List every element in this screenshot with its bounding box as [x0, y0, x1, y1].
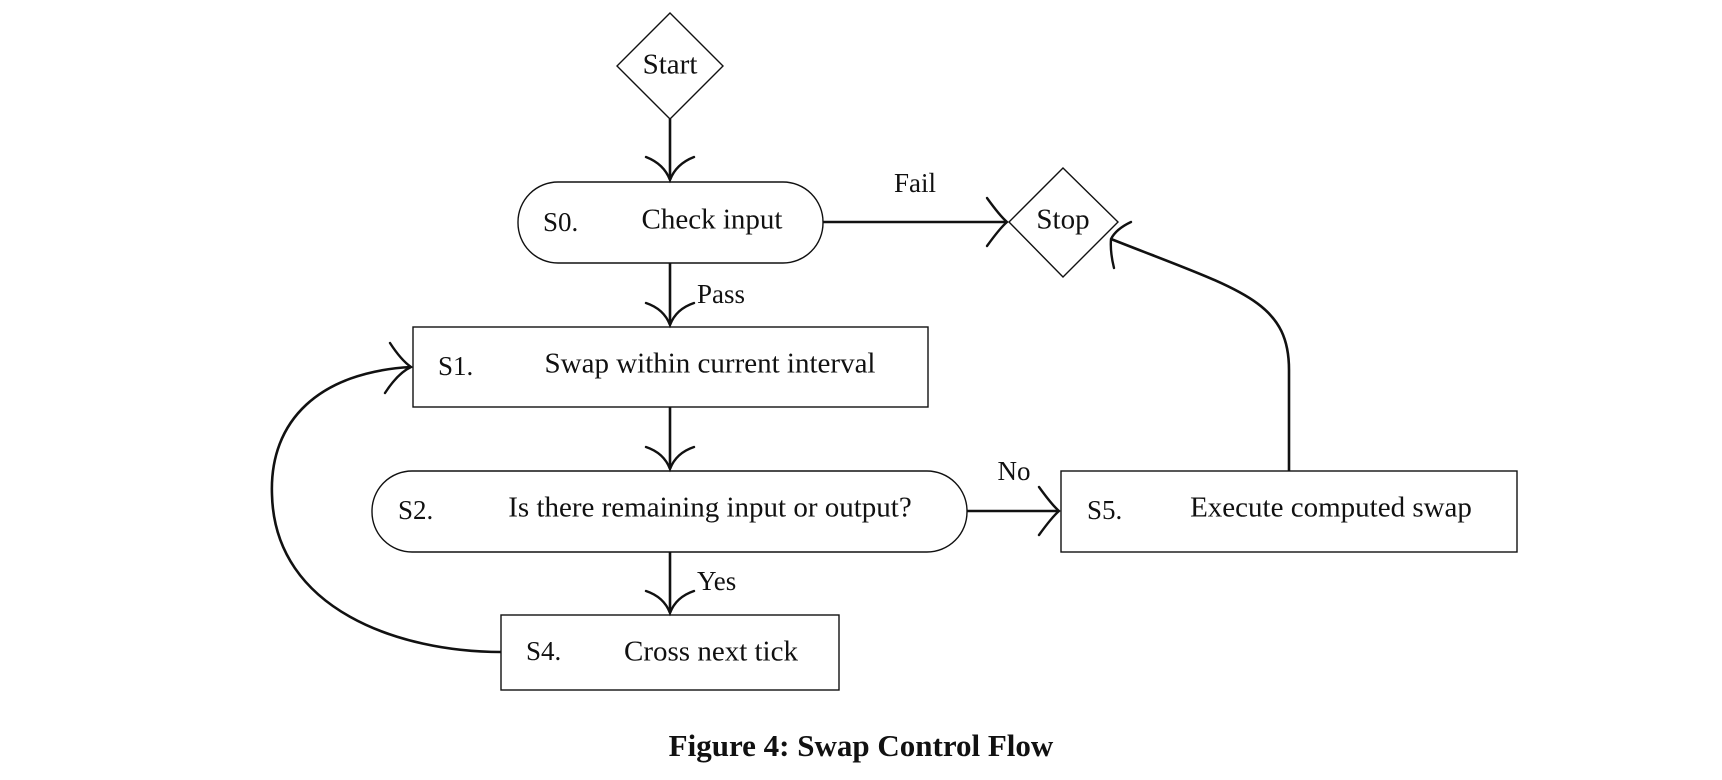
s5-node: S5. Execute computed swap: [1060, 470, 1518, 553]
edge-s0-to-stop-fail: [823, 196, 1009, 248]
s1-node-id: S1.: [438, 351, 473, 381]
s0-node: S0. Check input: [517, 181, 824, 264]
figure-caption: Figure 4: Swap Control Flow: [668, 728, 1054, 763]
edge-s5-to-stop: [1109, 220, 1291, 471]
edge-label-fail: Fail: [894, 168, 936, 198]
s4-node-label: Cross next tick: [624, 636, 798, 668]
edge-s0-to-s1-pass: [644, 263, 696, 329]
edge-s1-to-s2: [644, 407, 696, 473]
s0-node-id: S0.: [543, 207, 578, 237]
s2-node-id: S2.: [398, 495, 433, 525]
stop-node-label: Stop: [1036, 204, 1089, 236]
s2-node-label: Is there remaining input or output?: [508, 492, 911, 524]
edge-s2-to-s5-no: [967, 485, 1061, 537]
s1-node: S1. Swap within current interval: [412, 326, 929, 408]
s5-node-id: S5.: [1087, 495, 1122, 525]
edge-label-pass: Pass: [697, 279, 745, 309]
start-node: Start: [616, 12, 724, 120]
s4-node: S4. Cross next tick: [500, 614, 840, 691]
s0-node-label: Check input: [642, 204, 783, 236]
s5-node-label: Execute computed swap: [1190, 492, 1472, 524]
edge-label-no: No: [998, 456, 1031, 486]
edge-start-to-s0: [644, 119, 696, 184]
stop-node: Stop: [1008, 167, 1119, 278]
s2-node: S2. Is there remaining input or output?: [371, 470, 968, 553]
edge-s4-to-s1-loop: [270, 341, 502, 654]
s1-node-label: Swap within current interval: [545, 348, 876, 380]
edge-label-yes: Yes: [697, 566, 736, 596]
edge-s2-to-s4-yes: [644, 552, 696, 617]
start-node-label: Start: [643, 49, 698, 81]
s4-node-id: S4.: [526, 636, 561, 666]
